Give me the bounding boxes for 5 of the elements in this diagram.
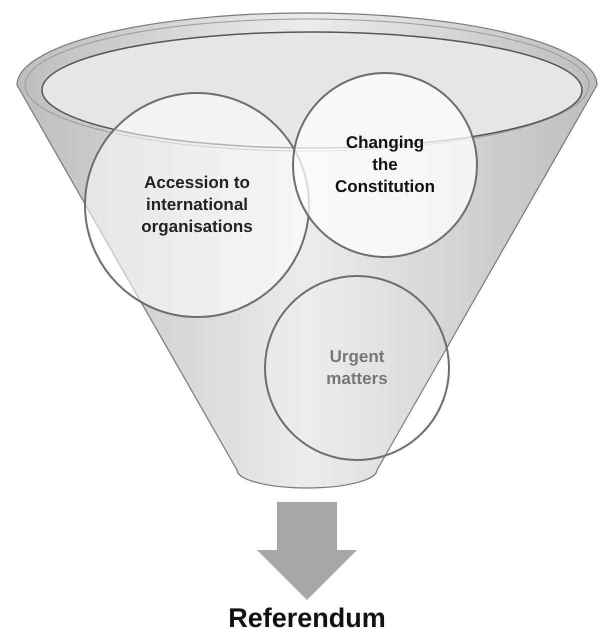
result-label: Referendum xyxy=(228,603,386,635)
topic-label: Urgent matters xyxy=(325,346,389,390)
topic-label: Accession to international organisations xyxy=(140,172,254,238)
topic-label: Changing the Constitution xyxy=(334,132,436,198)
block-arrow xyxy=(257,502,357,600)
